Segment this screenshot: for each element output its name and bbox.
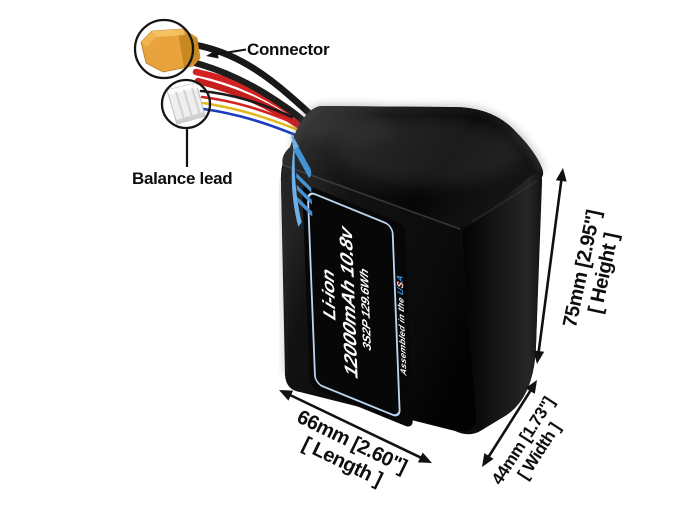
- balance-circle: [160, 78, 212, 130]
- battery-body: [280, 105, 544, 435]
- xt60-connector-icon: [140, 28, 201, 73]
- width-arrow: [482, 380, 537, 467]
- balance-connector-icon: [166, 82, 206, 125]
- connector-circle: [133, 18, 195, 80]
- connector-callout-label: Connector: [247, 40, 330, 59]
- height-arrow: [533, 168, 567, 364]
- battery-spec-text: Li-ion 12000mAh 10.8v 3S2P 129.6Wh: [317, 191, 376, 412]
- length-arrow: [279, 390, 432, 463]
- brand-logo-icon: [291, 133, 313, 227]
- origin-prefix: Assembled in the: [395, 292, 409, 377]
- balance-wires: [199, 89, 300, 138]
- battery-label-plate: Li-ion 12000mAh 10.8v 3S2P 129.6Wh Assem…: [291, 133, 413, 429]
- balance-lead-callout-label: Balance lead: [132, 169, 233, 188]
- connector-leader-line: [206, 48, 247, 59]
